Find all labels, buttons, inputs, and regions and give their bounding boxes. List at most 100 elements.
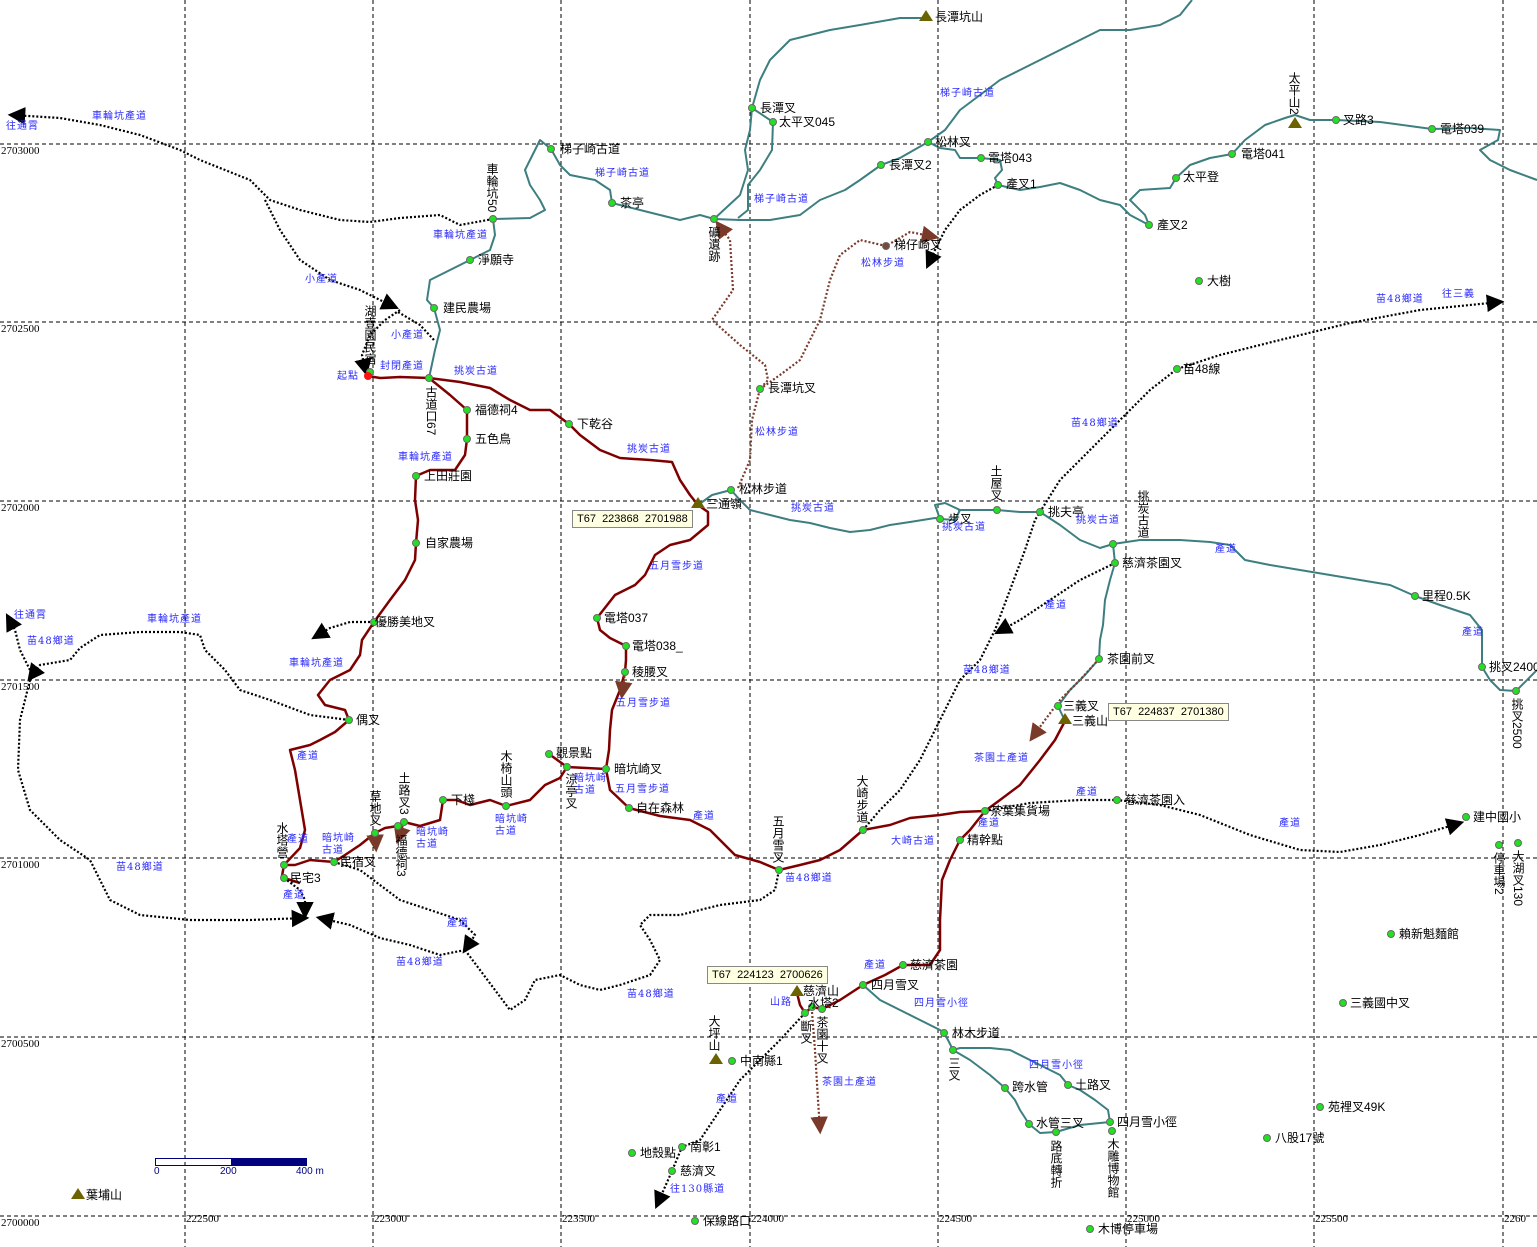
waypoint-marker[interactable] — [940, 1029, 948, 1037]
waypoint-marker[interactable] — [622, 642, 630, 650]
waypoint-marker[interactable] — [1172, 174, 1180, 182]
waypoint-marker[interactable] — [430, 304, 438, 312]
waypoint-label: 建民農場 — [443, 301, 492, 315]
peak-icon[interactable] — [919, 10, 933, 21]
waypoint-marker[interactable] — [545, 750, 553, 758]
waypoint-marker[interactable] — [668, 1167, 676, 1175]
waypoint-marker[interactable] — [1263, 1134, 1271, 1142]
waypoint-marker[interactable] — [1001, 1084, 1009, 1092]
waypoint-marker[interactable] — [936, 515, 944, 523]
waypoint-marker[interactable] — [727, 486, 735, 494]
road-dotted — [925, 184, 999, 269]
waypoint-marker[interactable] — [1173, 365, 1181, 373]
waypoint-marker[interactable] — [859, 981, 867, 989]
road-dotted — [984, 798, 1465, 854]
waypoint-marker[interactable] — [678, 1143, 686, 1151]
waypoint-marker[interactable] — [1339, 999, 1347, 1007]
waypoint-marker[interactable] — [463, 406, 471, 414]
waypoint-marker[interactable] — [280, 861, 288, 869]
waypoint-marker[interactable] — [956, 836, 964, 844]
peak-icon[interactable] — [71, 1188, 85, 1199]
waypoint-marker[interactable] — [1316, 1103, 1324, 1111]
waypoint-marker[interactable] — [859, 826, 867, 834]
waypoint-marker[interactable] — [1145, 221, 1153, 229]
waypoint-marker[interactable] — [1512, 687, 1520, 695]
waypoint-marker[interactable] — [466, 256, 474, 264]
waypoint-marker[interactable] — [625, 804, 633, 812]
peak-icon[interactable] — [1058, 713, 1072, 724]
waypoint-marker[interactable] — [1411, 592, 1419, 600]
waypoint-marker[interactable] — [1108, 1127, 1116, 1135]
waypoint-marker[interactable] — [565, 420, 573, 428]
waypoint-marker[interactable] — [502, 802, 510, 810]
waypoint-label: 慈濟茶園入 — [1125, 793, 1186, 807]
waypoint-marker[interactable] — [608, 199, 616, 207]
waypoint-marker[interactable] — [877, 161, 885, 169]
waypoint-marker[interactable] — [818, 1005, 826, 1013]
waypoint-marker[interactable] — [563, 763, 571, 771]
peak-icon[interactable] — [1288, 117, 1302, 128]
waypoint-marker[interactable] — [1064, 1081, 1072, 1089]
waypoint-marker[interactable] — [463, 435, 471, 443]
waypoint-marker[interactable] — [756, 385, 764, 393]
waypoint-marker[interactable] — [628, 1149, 636, 1157]
waypoint-marker[interactable] — [1228, 150, 1236, 158]
waypoint-marker[interactable] — [1514, 839, 1522, 847]
waypoint-marker[interactable] — [425, 374, 433, 382]
waypoint-marker[interactable] — [371, 829, 379, 837]
peak-icon[interactable] — [790, 985, 804, 996]
waypoint-marker[interactable] — [1462, 813, 1470, 821]
waypoint-marker[interactable] — [728, 1057, 736, 1065]
waypoint-marker[interactable] — [981, 807, 989, 815]
waypoint-marker[interactable] — [882, 242, 890, 250]
waypoint-marker[interactable] — [710, 215, 718, 223]
waypoint-marker[interactable] — [489, 215, 497, 223]
waypoint-marker[interactable] — [769, 118, 777, 126]
waypoint-marker[interactable] — [1195, 277, 1203, 285]
waypoint-marker[interactable] — [1109, 540, 1117, 548]
waypoint-marker[interactable] — [370, 618, 378, 626]
waypoint-marker[interactable] — [1025, 1120, 1033, 1128]
waypoint-marker[interactable] — [412, 539, 420, 547]
waypoint-marker[interactable] — [977, 154, 985, 162]
waypoint-marker[interactable] — [602, 765, 610, 773]
waypoint-marker[interactable] — [1036, 508, 1044, 516]
waypoint-marker[interactable] — [621, 668, 629, 676]
trail-name-label: 往通霄 — [6, 121, 39, 132]
trail-name-label: 挑炭古道 — [1076, 515, 1120, 526]
waypoint-marker[interactable] — [1052, 1128, 1060, 1136]
waypoint-marker[interactable] — [345, 716, 353, 724]
peak-icon[interactable] — [709, 1053, 723, 1064]
waypoint-marker[interactable] — [993, 506, 1001, 514]
waypoint-marker[interactable] — [801, 1009, 809, 1017]
waypoint-marker[interactable] — [1428, 125, 1436, 133]
waypoint-marker[interactable] — [1113, 796, 1121, 804]
waypoint-marker[interactable] — [412, 472, 420, 480]
waypoint-marker[interactable] — [691, 1217, 699, 1225]
waypoint-marker[interactable] — [330, 858, 338, 866]
waypoint-marker[interactable] — [899, 961, 907, 969]
waypoint-marker[interactable] — [924, 138, 932, 146]
waypoint-marker[interactable] — [1495, 841, 1503, 849]
waypoint-marker[interactable] — [439, 796, 447, 804]
waypoint-marker[interactable] — [1086, 1225, 1094, 1233]
waypoint-marker[interactable] — [1332, 116, 1340, 124]
waypoint-marker[interactable] — [748, 104, 756, 112]
waypoint-marker[interactable] — [394, 822, 402, 830]
waypoint-marker[interactable] — [994, 181, 1002, 189]
start-point-marker[interactable] — [364, 372, 372, 380]
waypoint-marker[interactable] — [280, 874, 288, 882]
waypoint-marker[interactable] — [808, 1003, 816, 1011]
waypoint-marker[interactable] — [1111, 559, 1119, 567]
waypoint-marker[interactable] — [1095, 655, 1103, 663]
waypoint-marker[interactable] — [1387, 930, 1395, 938]
waypoint-marker[interactable] — [949, 1046, 957, 1054]
waypoint-marker[interactable] — [1054, 702, 1062, 710]
waypoint-marker[interactable] — [593, 614, 601, 622]
peak-icon[interactable] — [691, 497, 705, 508]
waypoint-marker[interactable] — [547, 145, 555, 153]
waypoint-marker[interactable] — [775, 866, 783, 874]
waypoint-marker[interactable] — [1106, 1118, 1114, 1126]
waypoint-marker[interactable] — [1478, 663, 1486, 671]
